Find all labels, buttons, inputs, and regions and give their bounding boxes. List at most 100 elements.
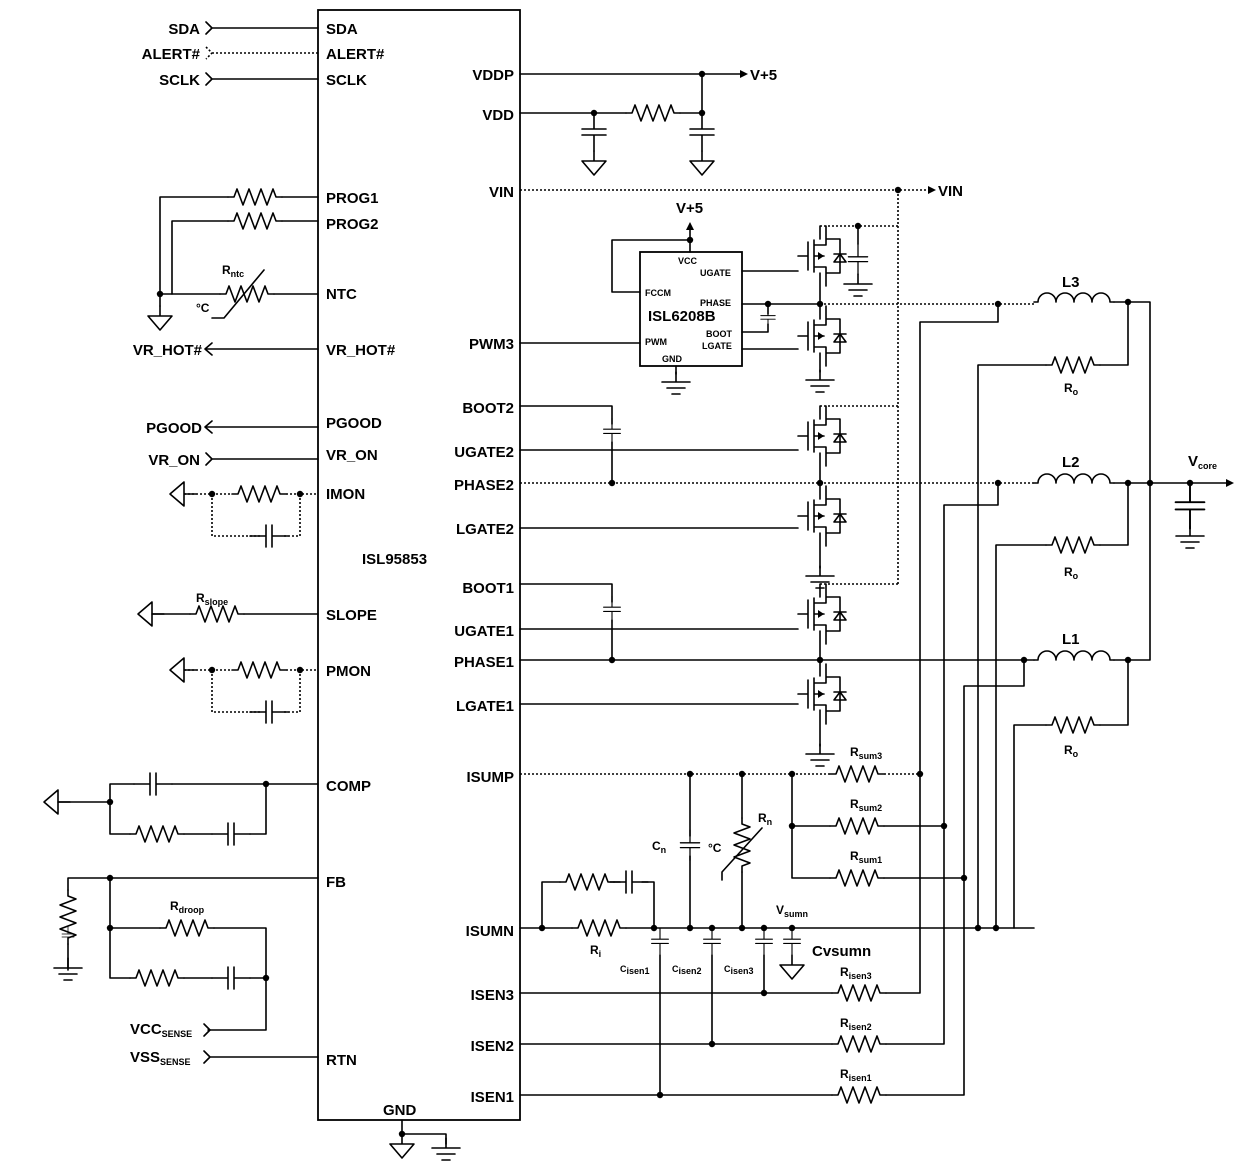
vdd-resistor — [625, 104, 681, 122]
vdd-node-2 — [698, 109, 706, 117]
isumn-node-9 — [992, 924, 1000, 932]
pgood-wire — [204, 420, 319, 434]
boot1-wire — [519, 583, 613, 661]
slope-resistor — [189, 605, 245, 623]
phase2-tap — [885, 482, 999, 1045]
rn-label: Rn — [758, 811, 772, 827]
prog2-resistor — [227, 212, 283, 230]
signal-pgood: PGOOD — [146, 420, 202, 437]
cn-label: Cn — [652, 839, 666, 855]
r-slope-label: Rslope — [196, 591, 228, 607]
pin-pwm3: PWM3 — [469, 336, 514, 353]
left-external-signals: SDA ALERT# SCLK Rntc °C VR_HOT# PGOOD VR… — [43, 21, 319, 1067]
comp-resistor — [129, 825, 185, 843]
vcore-capacitor — [1174, 482, 1206, 530]
vdd-node-1 — [590, 109, 598, 117]
boot1-capacitor — [603, 595, 621, 624]
phase1-node-2 — [816, 656, 824, 664]
cisen3-label: Cisen3 — [724, 964, 754, 976]
vr-hot-wire — [204, 342, 319, 356]
comp-wires — [57, 783, 319, 835]
phase3-node-1 — [764, 300, 772, 308]
pin-vin: VIN — [489, 184, 514, 201]
pin-isen3: ISEN3 — [471, 987, 514, 1004]
isump-node-3 — [788, 770, 796, 778]
cvsumn-ground — [779, 954, 805, 980]
fb-wires — [67, 877, 319, 1031]
pin-comp: COMP — [326, 778, 371, 795]
ro1-resistor — [1045, 716, 1101, 734]
sclk-wire — [205, 72, 319, 86]
pin-ntc: NTC — [326, 286, 357, 303]
pin-prog2: PROG2 — [326, 216, 379, 233]
isen2-node — [708, 1040, 716, 1048]
pin-lgate2: LGATE2 — [456, 521, 514, 538]
sda-wire — [205, 21, 319, 35]
signal-vcc-sense: VCCSENSE — [130, 1021, 192, 1039]
vdd-wire — [519, 73, 703, 114]
vin-arrow — [928, 186, 936, 194]
prog1-resistor — [227, 188, 283, 206]
signal-alert: ALERT# — [142, 46, 201, 63]
driver-pin-pwm: PWM — [645, 337, 667, 347]
pin-vdd: VDD — [482, 107, 514, 124]
output-section: L3 L2 L1 Vcore Ro Ro Ro — [820, 274, 1234, 1096]
driver-gate-wires — [741, 270, 821, 350]
pmon-wires — [184, 669, 318, 713]
vss-sense-wire — [203, 1050, 319, 1064]
pin-isumn: ISUMN — [466, 923, 514, 940]
cisen-leads — [659, 954, 765, 1096]
pin-phase1: PHASE1 — [454, 654, 514, 671]
pin-isump: ISUMP — [466, 769, 514, 786]
isl6208b-body — [639, 251, 743, 367]
ro1-label: Ro — [1064, 743, 1079, 759]
imon-node-right — [296, 490, 304, 498]
imon-capacitor — [249, 524, 289, 548]
phase3-decoupling-cap — [847, 243, 869, 276]
isumn-node-1 — [538, 924, 546, 932]
phase1-tap-node — [1020, 656, 1028, 664]
ro2-label: Ro — [1064, 565, 1079, 581]
risen3-label: Risen3 — [840, 965, 872, 981]
risen2-label: Risen2 — [840, 1016, 872, 1032]
risen3-resistor — [831, 984, 887, 1002]
phase3-low-fet — [797, 305, 847, 367]
driver-rail-v5: V+5 — [676, 200, 703, 217]
rsum2-node — [940, 822, 948, 830]
rsum3-label: Rsum3 — [850, 745, 882, 761]
driver-ground — [661, 371, 691, 395]
r-ntc-label: Rntc — [222, 263, 244, 279]
vdd-cap-1 — [581, 112, 607, 152]
driver-section: ISL6208B VCC UGATE FCCM PHASE BOOT PWM L… — [519, 200, 821, 395]
ri-label: Ri — [590, 943, 601, 959]
fb-series-resistor — [129, 969, 185, 987]
inductor-l1 — [1033, 650, 1115, 661]
risen1-resistor — [831, 1086, 887, 1104]
cisen1-capacitor — [651, 927, 669, 956]
signal-vss-sense: VSSSENSE — [130, 1049, 191, 1067]
ro3-label: Ro — [1064, 381, 1079, 397]
isen1-node — [656, 1091, 664, 1099]
phase2-high-fet — [797, 405, 847, 467]
pmon-capacitor — [249, 700, 289, 724]
right-pin-labels: VDDP VDD VIN PWM3 BOOT2 UGATE2 PHASE2 LG… — [454, 67, 514, 1106]
comp-node-right — [262, 780, 270, 788]
ntc-thermistor — [219, 285, 275, 303]
pin-ugate1: UGATE1 — [454, 623, 514, 640]
rsum2-label: Rsum2 — [850, 797, 882, 813]
rn-temp-label: °C — [708, 841, 722, 855]
driver-ic-name: ISL6208B — [648, 308, 716, 325]
rsum1-label: Rsum1 — [850, 849, 882, 865]
l3-label: L3 — [1062, 274, 1080, 291]
pin-gnd: GND — [383, 1102, 417, 1119]
driver-pin-lgate: LGATE — [702, 341, 732, 351]
ro2-resistor — [1045, 536, 1101, 554]
pin-sclk: SCLK — [326, 72, 367, 89]
phase3-low-ground — [805, 369, 835, 393]
driver-pin-vcc: VCC — [678, 256, 698, 266]
phase1-node-1 — [608, 656, 616, 664]
ro3-wire — [977, 301, 1129, 929]
isl95853-ic-body — [317, 9, 521, 1121]
vcc-sense-arrow — [203, 1023, 211, 1037]
pin-vddp: VDDP — [472, 67, 514, 84]
